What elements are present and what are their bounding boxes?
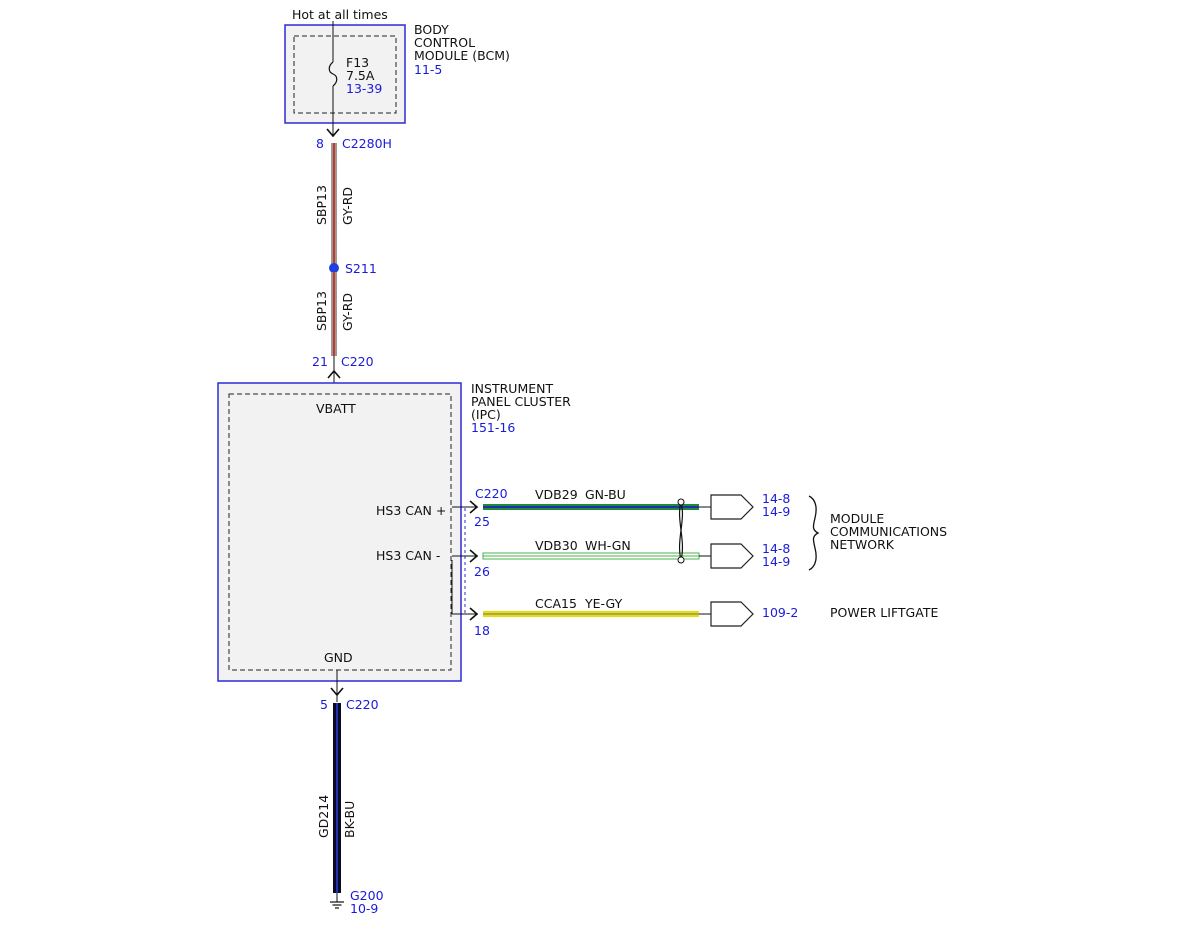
vdb29-ref-2: 14-9 (762, 504, 790, 519)
wire-gd214-stripe (336, 703, 338, 893)
vdb30-color: WH-GN (585, 538, 631, 553)
vdb30-arrow-icon (469, 549, 479, 563)
fuse-rating: 7.5A (346, 68, 375, 83)
network-label-line-3: NETWORK (830, 537, 895, 552)
ipc-module (217, 382, 462, 682)
vdb29-connector-icon (710, 494, 754, 520)
vdb30-ref-2: 14-9 (762, 554, 790, 569)
network-label-line-1: MODULE (830, 511, 884, 526)
cca15-arrow-icon (469, 607, 479, 621)
ipc-vbatt-label: VBATT (316, 401, 356, 416)
vdb30-connector-icon (710, 543, 754, 569)
vdb29-ref-1: 14-8 (762, 491, 790, 506)
ground-connector-arrow-icon (330, 687, 344, 697)
ground-connector-pin: 5 (320, 697, 328, 712)
wire-vdb30-stripe (483, 555, 699, 557)
bcm-name-line-2: CONTROL (414, 35, 475, 50)
ground-icon (330, 893, 344, 909)
vdb30-pin: 26 (474, 564, 490, 579)
fuse-icon (328, 61, 338, 87)
twisted-pair-icon-2 (678, 501, 684, 561)
wire-sbp13-upper-color: GY-RD (340, 187, 355, 225)
ipc-internal-box (228, 393, 452, 671)
twisted-pair-top-node (677, 498, 685, 506)
wire-sbp13-lower-color: GY-RD (340, 293, 355, 331)
can-connector-id: C220 (475, 486, 508, 501)
ipc-power-pin: 21 (312, 354, 328, 369)
bcm-ref: 11-5 (414, 62, 442, 77)
vdb29-pin: 25 (474, 514, 490, 529)
ipc-gnd-label: GND (324, 650, 353, 665)
ipc-can-plus-label: HS3 CAN + (376, 503, 446, 518)
gd214-color: BK-BU (342, 801, 357, 838)
bcm-name-line-3: MODULE (BCM) (414, 48, 510, 63)
cca15-circuit: CCA15 (535, 596, 577, 611)
network-label-line-2: COMMUNICATIONS (830, 524, 947, 539)
vdb29-circuit: VDB29 (535, 487, 578, 502)
wire-sbp13-upper-circuit: SBP13 (314, 185, 329, 225)
wire-cca15-stripe (483, 613, 699, 615)
twisted-pair-bottom-node (677, 556, 685, 564)
splice-s211 (329, 263, 339, 273)
vdb30-circuit: VDB30 (535, 538, 578, 553)
ipc-power-connector-id: C220 (341, 354, 374, 369)
vdb29-arrow-icon (469, 500, 479, 514)
bcm-connector-arrow-icon (326, 128, 340, 138)
cca15-color: YE-GY (584, 596, 623, 611)
ground-connector-id: C220 (346, 697, 379, 712)
wire-sbp13-upper-stripe (333, 143, 335, 265)
gd214-circuit: GD214 (316, 795, 331, 838)
bcm-name-line-1: BODY (414, 22, 449, 37)
ipc-name-line-1: INSTRUMENT (471, 381, 553, 396)
ipc-name-line-2: PANEL CLUSTER (471, 394, 571, 409)
ipc-box (217, 382, 462, 682)
bcm-box (284, 24, 406, 124)
wire-vdb29-stripe (483, 506, 699, 508)
network-brace-icon (808, 495, 820, 571)
bcm-connector-id: C2280H (342, 136, 392, 151)
ipc-power-arrow-icon (327, 369, 341, 379)
vdb30-ref-1: 14-8 (762, 541, 790, 556)
cca15-destination: POWER LIFTGATE (830, 605, 938, 620)
cca15-ref: 109-2 (762, 605, 798, 620)
cca15-pin: 18 (474, 623, 490, 638)
fuse-ref: 13-39 (346, 81, 382, 96)
cca15-connector-icon (710, 601, 754, 627)
wire-sbp13-lower-circuit: SBP13 (314, 291, 329, 331)
ipc-can-minus-label: HS3 CAN - (376, 548, 440, 563)
ground-id: G200 (350, 888, 384, 903)
wire-sbp13-lower-stripe (333, 272, 335, 356)
splice-id: S211 (345, 261, 377, 276)
vdb29-color: GN-BU (585, 487, 626, 502)
ground-ref: 10-9 (350, 901, 378, 916)
bcm-connector-pin: 8 (316, 136, 324, 151)
bcm-module (284, 24, 406, 124)
ipc-ref: 151-16 (471, 420, 515, 435)
ipc-name-line-3: (IPC) (471, 407, 501, 422)
bcm-internal-box (293, 35, 397, 114)
power-source-label: Hot at all times (292, 7, 388, 22)
fuse-id: F13 (346, 55, 369, 70)
